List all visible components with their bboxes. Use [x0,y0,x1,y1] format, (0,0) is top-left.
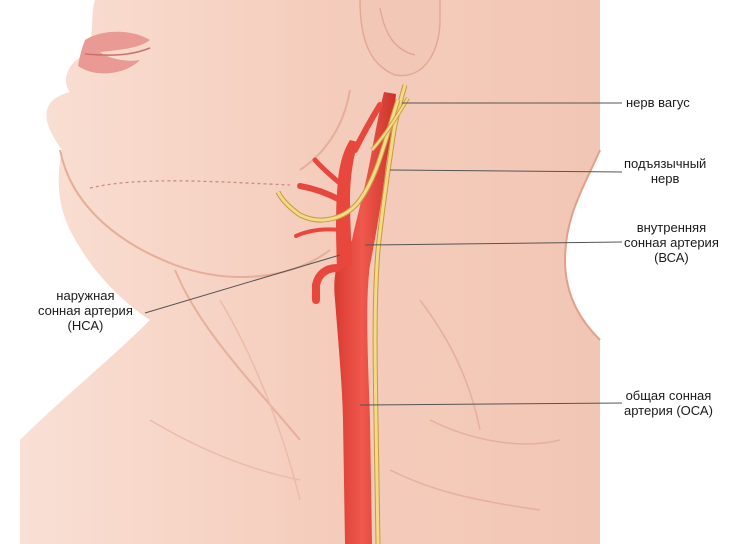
label-vagus-nerve: нерв вагус [626,95,690,110]
face-and-neck-silhouette [20,0,600,544]
label-ica-line-2: сонная артерия [624,235,719,250]
label-common-carotid: общая сонная артерия (ОСА) [624,388,713,418]
label-hypoglossal-line-2: нерв [624,171,706,186]
label-hypoglossal-nerve: подъязычный нерв [624,156,706,186]
label-external-carotid: наружная сонная артерия (НСА) [38,288,133,333]
label-ica-line-3: (ВСА) [624,250,719,265]
label-eca-line-3: (НСА) [38,318,133,333]
label-internal-carotid: внутренняя сонная артерия (ВСА) [624,220,719,265]
label-ica-line-1: внутренняя [624,220,719,235]
label-cca-line-1: общая сонная [624,388,713,403]
label-eca-line-1: наружная [38,288,133,303]
label-eca-line-2: сонная артерия [38,303,133,318]
label-hypoglossal-line-1: подъязычный [624,156,706,171]
label-cca-line-2: артерия (ОСА) [624,403,713,418]
label-vagus-line-1: нерв вагус [626,95,690,110]
